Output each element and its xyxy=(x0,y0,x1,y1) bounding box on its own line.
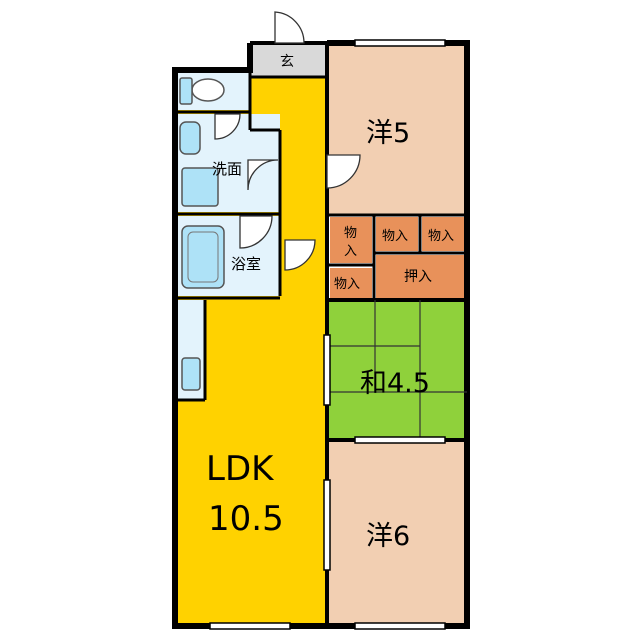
tatami-lines xyxy=(327,300,467,440)
bathroom-label: 浴室 xyxy=(231,255,261,273)
ldk-label: LDK xyxy=(206,449,275,489)
closet-a-label-bottom: 入 xyxy=(344,244,357,259)
closet-a-label-top: 物 xyxy=(344,226,357,241)
door-swings xyxy=(214,11,361,271)
washing-machine-icon xyxy=(179,121,201,155)
sink-icon xyxy=(181,357,201,391)
closet-c-label: 物入 xyxy=(428,229,454,244)
ldk-area-label: 10.5 xyxy=(208,499,284,539)
genkan-label: 玄 xyxy=(280,53,294,70)
genkan-floor xyxy=(250,43,327,77)
western-room-bottom-label: 洋6 xyxy=(366,521,410,552)
toilet-tank-icon xyxy=(179,77,193,105)
oshiire-floor xyxy=(376,255,466,298)
closet-b-floor xyxy=(376,217,418,251)
japanese-room-label: 和4.5 xyxy=(360,368,430,399)
western-room-top-floor xyxy=(327,43,467,215)
bathtub-inner xyxy=(187,231,219,283)
washbasin-icon xyxy=(181,167,219,207)
windows xyxy=(209,39,446,630)
toilet-icon xyxy=(191,78,225,102)
washroom-label: 洗面 xyxy=(212,160,242,178)
japanese-room-floor xyxy=(327,300,467,440)
closet-c-floor xyxy=(422,217,466,251)
closet-d-label: 物入 xyxy=(334,277,360,292)
closet-a-floor xyxy=(330,217,372,263)
closet-b-label: 物入 xyxy=(382,229,408,244)
western-room-bottom-floor xyxy=(327,440,467,626)
western-room-top-label: 洋5 xyxy=(366,118,410,149)
closet-d-floor xyxy=(330,268,372,298)
oshiire-label: 押入 xyxy=(404,269,432,285)
